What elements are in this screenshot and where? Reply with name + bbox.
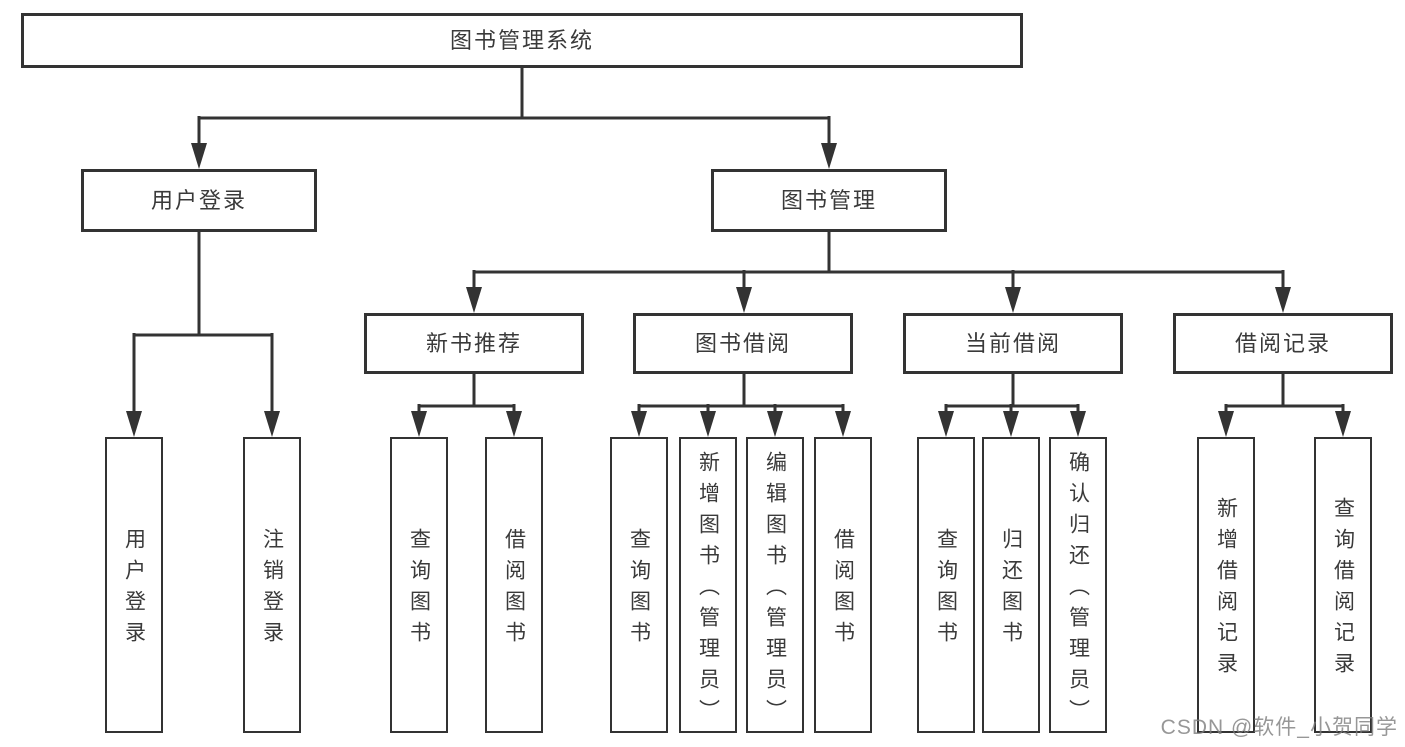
arrowhead	[1335, 411, 1351, 437]
leaf-label: 编辑图书（管理员）	[763, 450, 787, 730]
node-book-management: 图书管理	[711, 169, 947, 232]
leaf-label: 归还图书	[999, 528, 1023, 652]
node-current-borrow: 当前借阅	[903, 313, 1123, 374]
node-label: 图书借阅	[694, 330, 791, 356]
arrowhead	[1218, 411, 1234, 437]
node-label: 图书管理系统	[449, 27, 594, 53]
arrowhead	[1005, 287, 1021, 313]
leaf-label: 用户登录	[122, 528, 146, 652]
node-library-system: 图书管理系统	[21, 13, 1023, 68]
connector-book-borrow	[637, 374, 845, 413]
connector-borrow-records	[1224, 374, 1345, 413]
leaf-label: 借阅图书	[502, 528, 526, 652]
leaf-return-books: 归还图书	[982, 437, 1040, 733]
connector-current-borrow	[944, 374, 1080, 413]
node-label: 借阅记录	[1234, 330, 1331, 356]
leaf-label: 查询图书	[407, 528, 431, 652]
node-label: 图书管理	[780, 187, 877, 213]
arrowhead	[264, 411, 280, 437]
arrowhead	[700, 411, 716, 437]
leaf-borrow-books-borrow: 借阅图书	[814, 437, 872, 733]
arrowhead	[1070, 411, 1086, 437]
leaf-query-books-borrow: 查询图书	[610, 437, 668, 733]
node-borrow-records: 借阅记录	[1173, 313, 1393, 374]
arrowhead	[821, 143, 837, 169]
leaf-label: 借阅图书	[831, 528, 855, 652]
arrowhead	[1275, 287, 1291, 313]
leaf-query-books-current: 查询图书	[917, 437, 975, 733]
leaf-label: 确认归还（管理员）	[1066, 450, 1090, 730]
connector-root	[197, 68, 831, 145]
connector-lines	[132, 68, 1345, 413]
node-user-login: 用户登录	[81, 169, 317, 232]
node-new-book-recommend: 新书推荐	[364, 313, 584, 374]
arrowhead	[411, 411, 427, 437]
connector-new-book-recommend	[417, 374, 516, 413]
leaf-logout: 注销登录	[243, 437, 301, 733]
arrowhead	[191, 143, 207, 169]
arrowhead	[835, 411, 851, 437]
leaf-label: 新增图书（管理员）	[696, 450, 720, 730]
arrowhead	[736, 287, 752, 313]
leaf-user-login: 用户登录	[105, 437, 163, 733]
arrowhead	[631, 411, 647, 437]
arrowhead	[767, 411, 783, 437]
leaf-label: 新增借阅记录	[1214, 497, 1238, 683]
leaf-add-borrow-record: 新增借阅记录	[1197, 437, 1255, 733]
leaf-edit-book-admin: 编辑图书（管理员）	[746, 437, 804, 733]
connector-book-management	[472, 232, 1285, 289]
leaf-query-books-recommend: 查询图书	[390, 437, 448, 733]
leaf-label: 查询图书	[934, 528, 958, 652]
arrowhead	[466, 287, 482, 313]
watermark: CSDN @软件_小贺同学	[1160, 716, 1398, 739]
connector-user-login	[132, 232, 274, 413]
arrowhead	[938, 411, 954, 437]
leaf-label: 注销登录	[260, 528, 284, 652]
connector-arrowheads	[126, 143, 1351, 437]
leaf-confirm-return-admin: 确认归还（管理员）	[1049, 437, 1107, 733]
leaf-add-book-admin: 新增图书（管理员）	[679, 437, 737, 733]
node-label: 当前借阅	[964, 330, 1061, 356]
leaf-borrow-books-recommend: 借阅图书	[485, 437, 543, 733]
arrowhead	[126, 411, 142, 437]
leaf-query-borrow-record: 查询借阅记录	[1314, 437, 1372, 733]
leaf-label: 查询图书	[627, 528, 651, 652]
node-book-borrow: 图书借阅	[633, 313, 853, 374]
node-label: 用户登录	[150, 187, 247, 213]
arrowhead	[506, 411, 522, 437]
leaf-label: 查询借阅记录	[1331, 497, 1355, 683]
node-label: 新书推荐	[425, 330, 522, 356]
arrowhead	[1003, 411, 1019, 437]
